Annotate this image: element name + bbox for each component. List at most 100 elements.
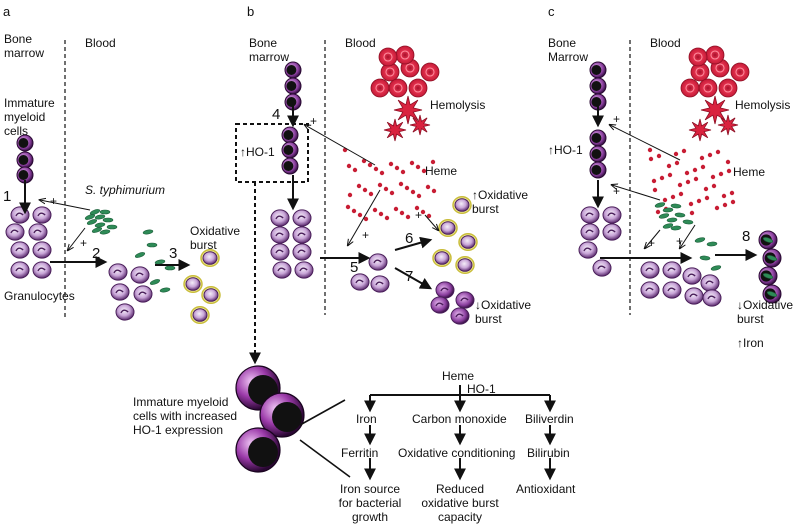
granulocyte-cell bbox=[28, 223, 48, 241]
granulocyte-cell bbox=[702, 289, 722, 307]
bacterium bbox=[164, 265, 176, 271]
heme-dot bbox=[703, 186, 709, 192]
bacterium bbox=[149, 279, 161, 285]
bacterium bbox=[699, 255, 711, 261]
oxidative-burst-cell bbox=[190, 305, 210, 325]
b-blood-label: Blood bbox=[345, 36, 376, 50]
granulocyte-cell bbox=[10, 241, 30, 259]
heme-dot bbox=[409, 160, 415, 166]
pathway-antioxidant: Antioxidant bbox=[516, 482, 576, 496]
heme-dot bbox=[684, 170, 690, 176]
oxidative-burst-cell bbox=[183, 274, 203, 294]
heme-dot bbox=[367, 162, 373, 168]
pathway-conditioning: Oxidative conditioning bbox=[398, 446, 516, 460]
red-blood-cell bbox=[705, 45, 725, 65]
pathway-iron: Iron bbox=[356, 412, 377, 426]
immature-myeloid-cell bbox=[589, 161, 607, 179]
bacterium bbox=[666, 217, 678, 223]
pathway-cell-caption: Immature myeloid cells with increased HO… bbox=[133, 395, 238, 437]
arrow-c-plus-2 bbox=[680, 224, 696, 248]
heme-dot bbox=[400, 169, 406, 175]
immature-myeloid-cell bbox=[16, 134, 34, 152]
bacterium bbox=[99, 229, 111, 235]
heme-dot bbox=[710, 174, 716, 180]
bacterium bbox=[142, 229, 154, 235]
granulocyte-cell bbox=[602, 206, 622, 224]
bacterium bbox=[662, 223, 674, 229]
bacterium bbox=[670, 225, 682, 231]
pathway-enzyme: HO-1 bbox=[467, 382, 496, 396]
large-immature-cell bbox=[259, 392, 305, 438]
heme-dot bbox=[707, 152, 713, 158]
heme-dot bbox=[378, 211, 384, 217]
plus-sign: + bbox=[310, 114, 318, 128]
plus-sign: + bbox=[362, 228, 370, 242]
heme-dot bbox=[362, 187, 368, 193]
step-3: 3 bbox=[169, 245, 178, 262]
immature-myeloid-cell bbox=[589, 61, 607, 79]
lysed-cell bbox=[717, 114, 739, 136]
bacterium bbox=[766, 291, 778, 297]
heme-dot bbox=[689, 210, 695, 216]
red-blood-cell bbox=[420, 62, 440, 82]
heme-dot bbox=[351, 208, 357, 214]
heme-dot bbox=[704, 195, 710, 201]
lysed-cell bbox=[409, 114, 431, 136]
heme-dot bbox=[420, 209, 426, 215]
ho1-highlight-box bbox=[235, 123, 309, 183]
c-oxidative-down-label: ↓Oxidative burst bbox=[737, 298, 794, 326]
panel-c-label: c bbox=[548, 4, 555, 19]
immature-myeloid-cell bbox=[589, 145, 607, 163]
heme-dot bbox=[377, 182, 383, 188]
granulocyte-cell bbox=[292, 209, 312, 227]
arrow-c-plus-1 bbox=[645, 229, 661, 248]
heme-dot bbox=[692, 167, 698, 173]
pathway-co: Carbon monoxide bbox=[412, 412, 507, 426]
heme-dot bbox=[729, 190, 735, 196]
panel-a-label: a bbox=[3, 4, 11, 19]
red-blood-cell bbox=[378, 47, 398, 67]
granulocyte-cell bbox=[272, 261, 292, 279]
red-blood-cell bbox=[730, 62, 750, 82]
heme-dot bbox=[388, 161, 394, 167]
bacterium bbox=[84, 214, 96, 220]
heme-dot bbox=[394, 165, 400, 171]
heme-dot bbox=[681, 148, 687, 154]
pathway-heme: Heme bbox=[442, 369, 475, 383]
heme-dot bbox=[415, 164, 421, 170]
bacterium bbox=[670, 203, 682, 209]
granulocyte-cell bbox=[682, 267, 702, 285]
immature-myeloid-cell bbox=[589, 129, 607, 147]
red-blood-cell bbox=[380, 62, 400, 82]
large-immature-cell bbox=[235, 427, 281, 473]
immature-myeloid-cell bbox=[281, 126, 299, 144]
pathway-biliverdin: Biliverdin bbox=[525, 412, 574, 426]
immature-myeloid-cell bbox=[589, 77, 607, 95]
heme-dot bbox=[674, 160, 680, 166]
a-oxidative-label: Oxidative burst bbox=[190, 224, 241, 252]
a-immature-label: Immature myeloid cells bbox=[4, 96, 55, 138]
granulocyte-cell bbox=[602, 223, 622, 241]
pathway-bilirubin: Bilirubin bbox=[527, 446, 570, 460]
heme-dot bbox=[345, 204, 351, 210]
granulocyte-cell bbox=[292, 243, 312, 261]
bacterium bbox=[762, 273, 774, 279]
granulocyte-cell bbox=[662, 261, 682, 279]
a-blood-label: Blood bbox=[85, 36, 116, 50]
heme-dot bbox=[726, 168, 732, 174]
pathway-ferritin: Ferritin bbox=[341, 446, 379, 460]
heme-dot bbox=[389, 190, 395, 196]
heme-dot bbox=[372, 207, 378, 213]
heme-dot bbox=[430, 159, 436, 165]
granulocyte-cell bbox=[32, 206, 52, 224]
granulocyte-cell bbox=[108, 263, 128, 281]
granulocyte-cell bbox=[580, 223, 600, 241]
c-iron-label: ↑Iron bbox=[737, 336, 764, 350]
heme-dot bbox=[404, 185, 410, 191]
b-heme-label: Heme bbox=[425, 164, 458, 178]
pathway-iron-outcome: Iron source for bacterial growth bbox=[338, 482, 402, 524]
heme-dot bbox=[722, 202, 728, 208]
granulocyte-cell bbox=[455, 291, 475, 309]
bacterium bbox=[154, 259, 166, 265]
